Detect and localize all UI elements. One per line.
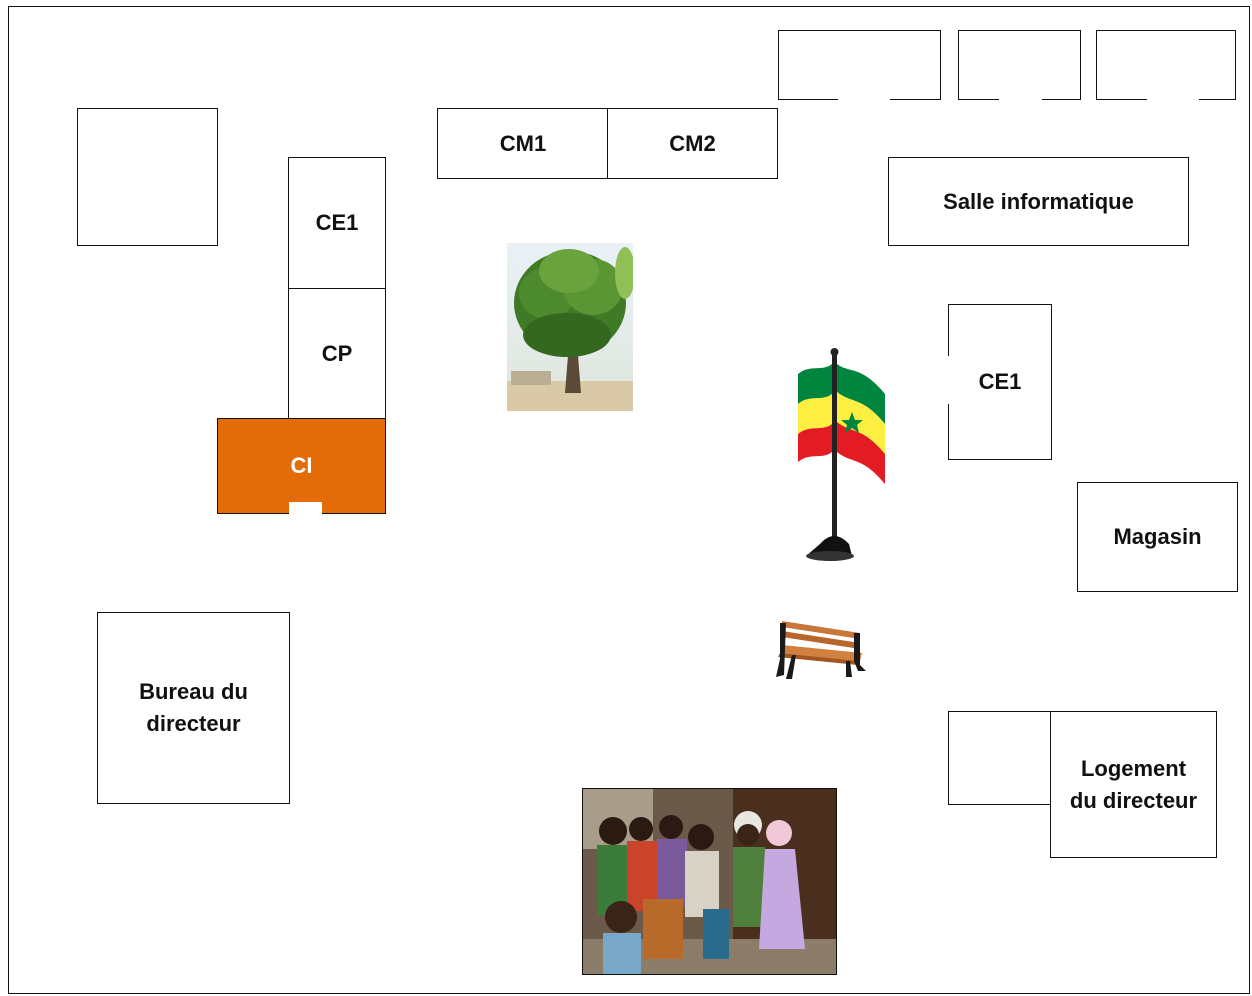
room-top-right-2 (958, 30, 1081, 100)
room-cm2: CM2 (607, 108, 778, 179)
senegal-flag-icon (790, 344, 890, 564)
room-magasin: Magasin (1077, 482, 1238, 592)
door-gap (946, 356, 950, 404)
room-ce1-left: CE1 (288, 157, 386, 289)
room-ce1-right: CE1 (948, 304, 1052, 460)
door-gap (289, 502, 322, 514)
door-gap (838, 98, 890, 102)
room-logement-directeur: Logement du directeur (1050, 711, 1217, 858)
bench-icon (772, 615, 870, 683)
room-salle-informatique: Salle informatique (888, 157, 1189, 246)
school-plan-frame (8, 6, 1250, 994)
tree-photo (507, 243, 633, 411)
room-logement-annex (948, 711, 1052, 805)
door-gap (1147, 98, 1199, 102)
room-cm1: CM1 (437, 108, 609, 179)
children-photo (582, 788, 837, 975)
door-gap (999, 98, 1042, 102)
room-cp: CP (288, 288, 386, 420)
room-top-right-1 (778, 30, 941, 100)
room-ci: CI (217, 418, 386, 514)
room-bureau-directeur: Bureau du directeur (97, 612, 290, 804)
room-top-left (77, 108, 218, 246)
room-top-right-3 (1096, 30, 1236, 100)
